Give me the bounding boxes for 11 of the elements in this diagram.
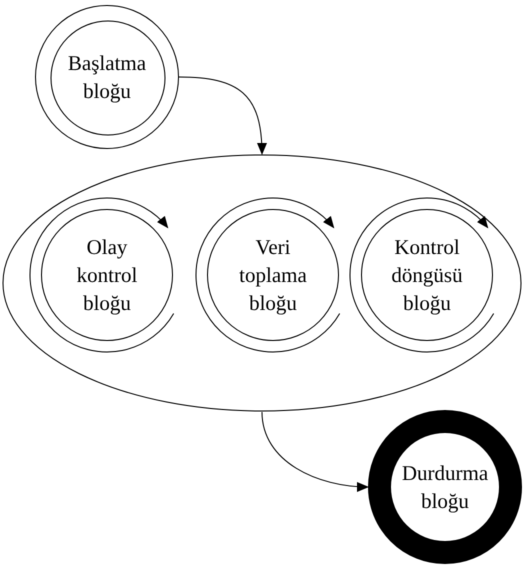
arrow bbox=[178, 76, 267, 155]
node-label: Durdurma bloğu bbox=[402, 460, 488, 515]
process-ellipse bbox=[2, 154, 522, 412]
loop-arrow bbox=[350, 198, 494, 352]
node-label: Olay kontrol bloğu bbox=[76, 234, 138, 317]
node-label: Kontrol döngüsü bloğu bbox=[390, 234, 464, 317]
node-label: Başlatma bloğu bbox=[66, 50, 148, 105]
loop-arrow bbox=[30, 198, 174, 352]
arrow bbox=[262, 412, 369, 492]
node-label: Veri toplama bloğu bbox=[238, 234, 308, 317]
loop-arrow bbox=[196, 198, 340, 352]
